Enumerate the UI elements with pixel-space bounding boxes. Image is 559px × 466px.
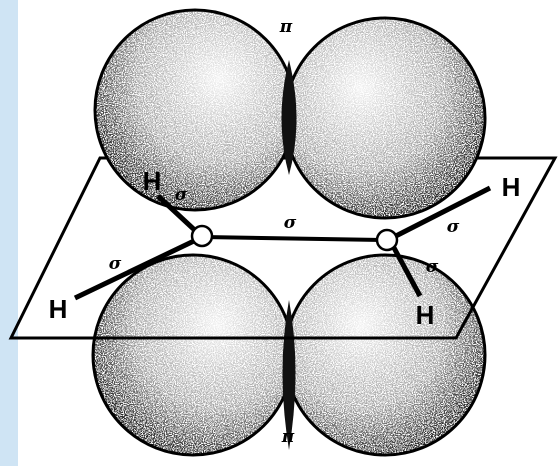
sigma-bond-left-upper bbox=[156, 194, 202, 237]
hydrogen-label-left-lower: H bbox=[49, 294, 68, 324]
carbon-atom-left bbox=[190, 224, 214, 248]
sigma-bond-left-lower bbox=[73, 237, 198, 301]
sigma-label-left-lower: σ bbox=[109, 254, 122, 274]
hydrogen-label-right-lower: H bbox=[416, 300, 435, 330]
sigma-label-right-lower: σ bbox=[426, 257, 439, 277]
hydrogen-label-right-upper: H bbox=[502, 172, 521, 202]
pi-lobe-top-right bbox=[283, 16, 487, 220]
left-stripe bbox=[0, 0, 18, 466]
pi-lobe-top-left bbox=[93, 8, 297, 212]
sigma-label-right-upper: σ bbox=[447, 217, 460, 237]
pi-label-top: π bbox=[279, 17, 293, 37]
pi-label-bottom: π bbox=[281, 427, 295, 447]
carbon-atom-right bbox=[375, 228, 399, 252]
sigma-bond-right-upper bbox=[386, 185, 492, 243]
hydrogen-label-left-upper: H bbox=[143, 166, 162, 196]
sigma-bond-cc bbox=[203, 235, 386, 242]
pi-lobe-bottom-right bbox=[283, 253, 487, 457]
sigma-label-cc: σ bbox=[284, 213, 297, 233]
sigma-bond-right-lower bbox=[390, 244, 423, 298]
pi-overlap-top bbox=[281, 60, 297, 175]
pi-lobe-bottom-left bbox=[91, 253, 295, 457]
sigma-label-left-upper: σ bbox=[175, 185, 188, 205]
